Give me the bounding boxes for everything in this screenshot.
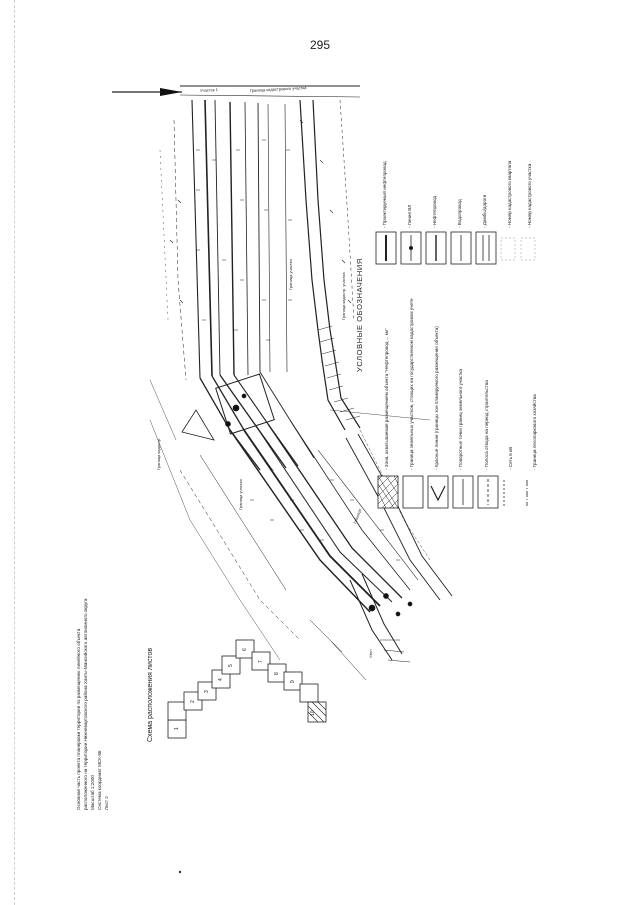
- scheme-title: Схема расположения листов: [147, 648, 154, 742]
- sheet-box-6: [235, 639, 255, 659]
- legend-item-power-line: - Линия ВЛ: [407, 205, 412, 228]
- map-drawing: [112, 85, 453, 681]
- legend-symbol-dams-roads: [475, 231, 497, 265]
- page-number: 295: [309, 38, 331, 52]
- svg-text:Граница участка: Граница участка: [288, 259, 293, 290]
- map-labels: Граница кадастрового участка Участок 1 Г…: [156, 85, 373, 658]
- legend-item-forest-boundary: - Граница лесопаркового хозяйства: [531, 394, 537, 470]
- sheet-number-3: 3: [204, 690, 210, 693]
- pipeline-end-node: [309, 573, 413, 681]
- sheet-number-8: 8: [274, 672, 280, 675]
- legend-item-quarter-number: - Номер кадастрового квартала: [507, 160, 512, 228]
- north-arrow-icon: [112, 88, 182, 96]
- legend-symbol-red-line: [427, 475, 449, 509]
- svg-text:Граница участка: Граница участка: [238, 479, 243, 510]
- sheet-box-9: [283, 671, 303, 691]
- page-left-border: [14, 0, 15, 905]
- legend-symbol-boundary: [402, 475, 424, 509]
- legend-item-turning-points: - Поворотные точки границ земельного уча…: [458, 369, 463, 470]
- legend-symbol-points: [452, 475, 474, 509]
- svg-text:Граница кадастр. участка: Граница кадастр. участка: [341, 272, 346, 320]
- sheet-box-7: [251, 651, 271, 671]
- note-line-4: Система координат МСК-86: [97, 750, 102, 810]
- legend-symbol-power-line: [400, 231, 422, 265]
- legend-item-dams-roads: - Дамбы/дороги: [482, 194, 487, 228]
- sheet-number-6: 6: [242, 648, 248, 651]
- sheet-number-4: 4: [218, 678, 224, 681]
- legend-symbols-right: [375, 231, 536, 265]
- road-embankment-hatching: [317, 325, 361, 421]
- note-line-3: Масштаб 1:2000: [90, 775, 95, 810]
- notes-block: Основная часть проекта планировки террит…: [75, 598, 109, 810]
- legend-symbol-oil-pipeline: [425, 231, 447, 265]
- legend-symbol-quarter-number: [500, 237, 516, 261]
- svg-text:Граница: Граница: [352, 507, 362, 524]
- pipeline-corridor-lower: [179, 419, 453, 641]
- legend-item-projected-pipeline: - Проектируемый нефтепровод: [381, 161, 387, 228]
- pipeline-corridor-upper: [159, 99, 361, 431]
- terrain-marks: [169, 119, 400, 561]
- legend-symbol-hatched-zone: [377, 475, 399, 509]
- sheet-number-1: 1: [174, 727, 180, 730]
- legend-item-6kv-network: - Сеть 6 кВ: [508, 447, 513, 470]
- sheet-box-4: [211, 669, 231, 689]
- note-line-2: расположенного на территории Нижневартов…: [82, 598, 88, 810]
- legend-item-zone: - Зона, охватываемая размещением объекта…: [384, 328, 389, 470]
- legend-item-water-pipeline: - Водопровод: [457, 199, 462, 228]
- svg-text:Граница кадастрового участка: Граница кадастрового участка: [250, 85, 308, 93]
- sheet-box-10: [299, 683, 319, 703]
- sheet-box-1b: [167, 701, 187, 721]
- sheet-number-7: 7: [258, 660, 264, 663]
- legend-symbol-parcel-number: [520, 237, 536, 261]
- legend-symbols-left: [377, 475, 499, 509]
- sheet-number-9: 9: [290, 680, 296, 683]
- sheet-box-5: [221, 655, 241, 675]
- sheet-number-10: 10: [310, 710, 316, 716]
- legend-item-oil-pipeline: - Нефтепровод: [432, 196, 437, 228]
- legend-symbol-projected-pipeline: [375, 231, 397, 265]
- legend-symbols-left-b: [503, 480, 528, 506]
- stray-mark: [178, 870, 182, 874]
- legend-item-red-lines: - Красные линии (границы зон планируемог…: [434, 326, 439, 470]
- legend: УСЛОВНЫЕ ОБОЗНАЧЕНИЯ: [355, 160, 537, 509]
- svg-text:Граница кадастр.: Граница кадастр.: [156, 438, 161, 470]
- sheet-box-2: [183, 691, 203, 711]
- sheet-number-2: 2: [190, 700, 196, 703]
- legend-symbol-strip: [477, 475, 499, 509]
- legend-item-construction-strip: - Полоса отвода на период строительства: [484, 380, 489, 470]
- legend-item-parcel-number: - Номер кадастрового участка: [527, 163, 532, 228]
- sheet-box-3: [197, 681, 217, 701]
- legend-item-cadastral-boundary: - Граница земельных участков, стоящих на…: [409, 298, 414, 470]
- legend-symbol-water-pipeline: [450, 231, 472, 265]
- sheet-number-5: 5: [228, 664, 234, 667]
- note-line-1: Основная часть проекта планировки террит…: [75, 628, 81, 810]
- legend-title: УСЛОВНЫЕ ОБОЗНАЧЕНИЯ: [355, 258, 364, 372]
- note-line-5: Лист 2: [104, 796, 109, 810]
- svg-text:Участок 1: Участок 1: [200, 87, 219, 93]
- svg-text:Узел: Узел: [368, 649, 373, 658]
- sheet-layout-scheme: Схема расположения листов 1 2 3: [147, 639, 327, 742]
